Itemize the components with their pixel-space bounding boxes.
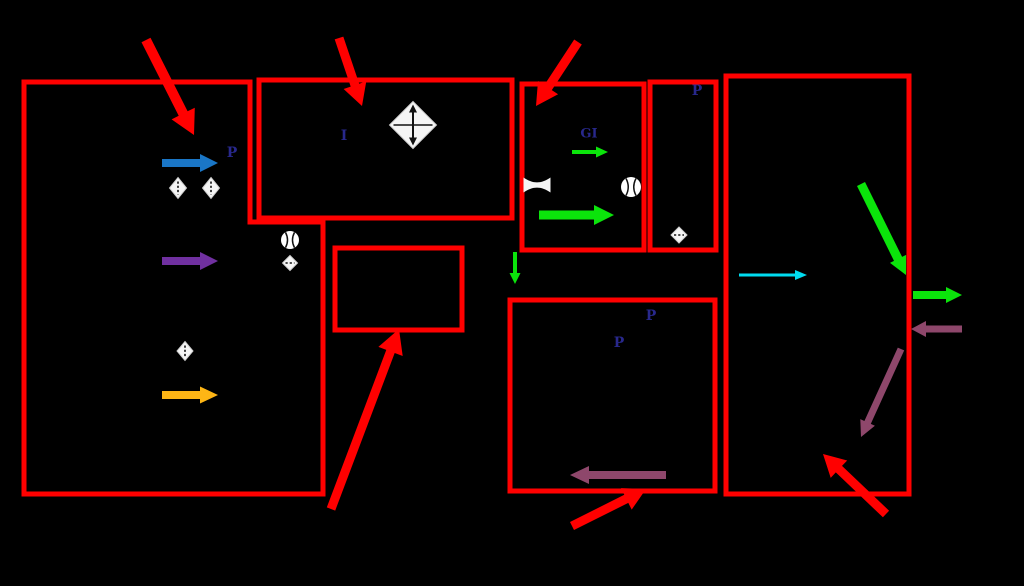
blue-arrow-right: [162, 154, 218, 172]
big-diamond-transport-icon: [388, 100, 438, 150]
bowtie-valve-icon: [523, 177, 551, 193]
diamond-channel-icon-4: [176, 340, 194, 362]
diamond-channel-icon-5: [670, 226, 688, 244]
label-p-bottom-box-upper: P: [646, 308, 657, 324]
purple-arrow-right: [162, 252, 218, 270]
mauve-arrow-left-outside: [911, 321, 962, 337]
green-arrow-right-outside: [913, 287, 962, 303]
green-arrow-thick-gi: [539, 205, 614, 225]
label-i-top-box: I: [341, 128, 348, 144]
red-callout-arrow-gi-box: [536, 39, 582, 106]
red-callout-arrow-right-box: [823, 454, 890, 518]
label-p-narrow-box: P: [692, 83, 703, 99]
diamond-channel-icon-2: [201, 176, 221, 200]
label-p-left-box: P: [227, 145, 238, 161]
bottom-middle-box: [507, 297, 718, 494]
gi-box: [519, 81, 647, 253]
green-arrow-diagonal: [857, 182, 907, 275]
top-middle-box: [256, 77, 515, 221]
label-p-bottom-box-lower: P: [614, 335, 625, 351]
red-callout-arrow-left-box: [141, 37, 195, 136]
diamond-channel-icon-1: [168, 176, 188, 200]
label-gi-box: GI: [580, 127, 597, 142]
diamond-channel-icon-3: [281, 254, 299, 272]
right-compartment-box: [723, 73, 912, 497]
cyan-arrow-right: [739, 270, 807, 280]
red-callout-arrow-bottom-box: [570, 488, 646, 530]
green-arrow-thin-gi: [572, 146, 608, 158]
red-callout-arrow-small-box: [326, 329, 403, 511]
narrow-p-box: [647, 79, 719, 253]
green-arrow-down-small: [509, 252, 521, 284]
baseball-icon-2: [621, 177, 641, 197]
red-callout-arrow-top-box: [334, 36, 367, 106]
orange-arrow-right: [162, 386, 218, 404]
mauve-arrow-left-bottom: [570, 466, 666, 484]
left-compartment-box: [21, 79, 326, 497]
baseball-icon-1: [281, 231, 299, 249]
mauve-arrow-diagonal: [860, 347, 905, 437]
